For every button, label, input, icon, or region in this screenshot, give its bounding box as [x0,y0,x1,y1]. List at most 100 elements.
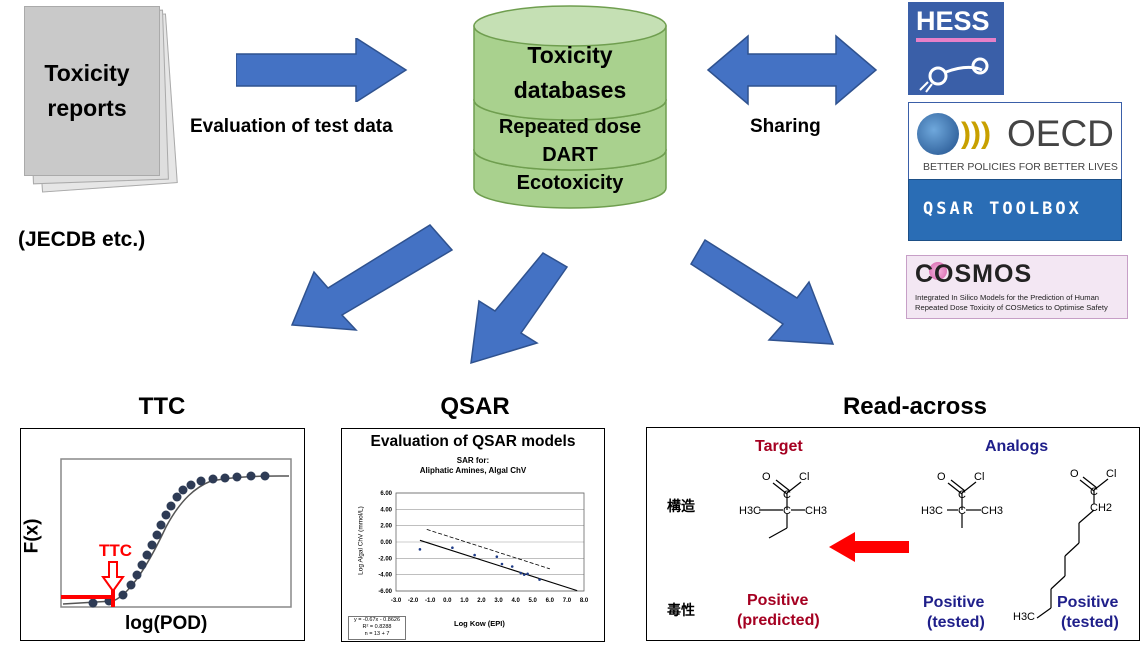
row-label-toxicity: 毒性 [667,603,695,619]
analog2-c-atom: C [1090,486,1098,498]
data-point [495,555,499,558]
analog1-result-1: Positive [923,594,985,611]
y-tick-label: 6.00 [380,491,392,497]
x-tick-label: 5.0 [529,598,538,604]
analog1-cl-atom: Cl [974,471,984,483]
hess-comet-icon [919,57,989,93]
data-point [500,562,504,566]
cosmos-logo: COSMOS Integrated In Silico Models for t… [906,255,1128,319]
cosmos-flower-icon [929,262,947,280]
x-tick-label: -1.0 [425,598,436,604]
cosmos-description: Integrated In Silico Models for the Pred… [915,293,1108,312]
arrow-to-ttc [290,224,454,331]
x-tick-label: 1.0 [460,598,469,604]
evaluation-label: Evaluation of test data [190,116,393,137]
oecd-logo: ))) OECD BETTER POLICIES FOR BETTER LIVE… [908,102,1122,180]
read-across-panel: Target Analogs 構造 毒性 [646,427,1140,641]
qsar-toolbox-text: QSAR TOOLBOX [923,199,1082,219]
data-point [473,553,476,557]
sharing-label: Sharing [750,116,821,137]
analog1-result-2: (tested) [927,614,985,631]
analog1-ch3: CH3 [981,505,1003,517]
qsar-equation-line2: R² = 0.8288 [362,624,392,630]
upper-bound-line [426,529,550,570]
data-point [519,571,523,575]
qsar-sar-line1: SAR for: [456,456,490,465]
y-tick-label: 4.00 [380,507,392,513]
analog1-c2-atom: C [958,505,966,517]
data-point [526,572,529,576]
ttc-marker-label: TTC [99,541,133,560]
reports-note: (JECDB etc.) [18,228,146,251]
ttc-xlabel: log(POD) [125,613,208,634]
ttc-down-arrow [101,561,125,593]
y-tick-label: -4.00 [378,573,392,579]
ttc-ylabel: F(x) [21,518,43,554]
qsar-equation-line3: n = 13 + 7 [364,631,390,637]
ttc-title: TTC [138,393,186,420]
analog2-o-atom: O [1070,468,1079,480]
qsar-toolbox-logo: QSAR TOOLBOX [908,179,1122,241]
y-tick-label: -6.00 [378,589,392,595]
data-point [510,565,514,568]
y-tick-label: 2.00 [380,524,392,530]
qsar-equation-line1: y = -0.67x - 0.8626 [353,617,400,623]
x-tick-label: 8.0 [580,598,589,604]
evaluation-arrow [236,38,408,102]
database-title-line1: Toxicity [527,42,613,68]
data-point [538,578,541,581]
ttc-curve-points [88,471,270,608]
read-across-title: Read-across [842,393,988,420]
analog2-result-1: Positive [1057,594,1119,611]
hess-logo: HESS [908,2,1004,95]
row-label-structure: 構造 [667,499,695,515]
qsar-scatter-plot: 6.004.002.000.00-2.00-4.00-6.00-3.0-2.0-… [378,491,589,604]
hess-pink-bar [916,38,996,42]
ttc-panel: TTC F(x) log(POD) [20,428,305,641]
qsar-title: QSAR [440,393,510,420]
y-tick-label: -2.00 [378,556,392,562]
target-label: Target [755,438,803,455]
x-tick-label: 2.0 [477,598,486,604]
data-point [522,573,526,576]
arrow-to-read-across [689,238,835,345]
x-tick-label: 3.0 [494,598,503,604]
read-across-red-arrow [829,532,909,562]
hess-logo-text: HESS [916,6,990,36]
analog1-h3c: H3C [921,505,943,517]
analog1-o-atom: O [937,471,946,483]
analog2-result-2: (tested) [1061,614,1119,631]
globe-icon [917,113,959,155]
ttc-chart [60,458,292,608]
x-tick-label: 0.0 [443,598,452,604]
analog2-ch2: CH2 [1090,502,1112,514]
report-sheet-front [24,6,160,176]
analog1-c-atom: C [958,489,966,501]
oecd-logo-text: OECD [1007,113,1114,154]
qsar-sar-line2: Aliphatic Amines, Algal ChV [419,466,527,475]
oecd-logo-bars: ))) [961,117,991,150]
database-item-ecotoxicity: Ecotoxicity [516,172,624,194]
target-result-2: (predicted) [737,612,820,629]
chemical-structures: O Cl C H3C C CH3 O Cl C H3C C CH3 O Cl C… [739,468,1116,623]
plot-frame [395,492,585,592]
database-item-repeated-dose: Repeated dose [498,116,642,138]
y-tick-label: 0.00 [380,540,392,546]
arrow-to-qsar [470,252,569,365]
data-point [451,546,454,550]
database-cylinder [473,5,667,209]
target-o-atom: O [762,471,771,483]
analog2-cl-atom: Cl [1106,468,1116,480]
target-c-atom: C [783,489,791,501]
database-item-dart: DART [542,144,598,166]
x-tick-label: 4.0 [511,598,520,604]
reports-title: Toxicity reports [44,60,130,121]
sharing-arrow [706,34,878,106]
x-tick-label: 6.0 [546,598,555,604]
target-ch3: CH3 [805,505,827,517]
qsar-panel: Evaluation of QSAR models SAR for: Aliph… [341,428,605,642]
x-tick-label: -2.0 [408,598,419,604]
qsar-equation-box: y = -0.67x - 0.8626 R² = 0.8288 n = 13 +… [348,616,406,640]
oecd-tagline: BETTER POLICIES FOR BETTER LIVES [923,161,1118,173]
target-result-1: Positive [747,592,809,609]
